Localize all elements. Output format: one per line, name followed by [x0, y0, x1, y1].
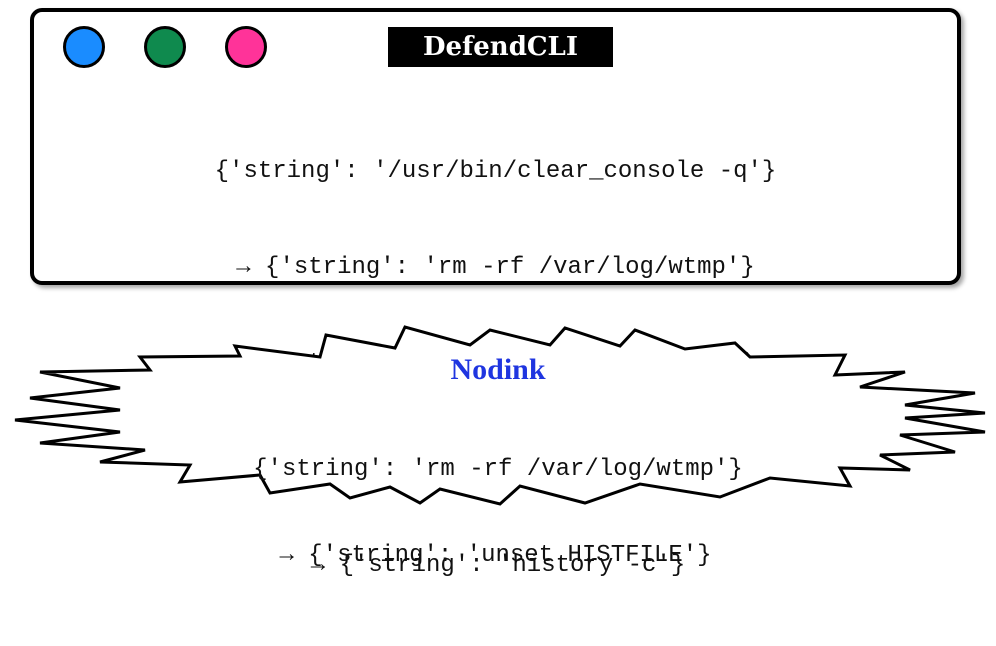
nodink-command-sequence: {'string': 'rm -rf /var/log/wtmp'} → {'s…	[0, 390, 996, 646]
command-line: {'string': '/usr/bin/clear_console -q'}	[214, 158, 777, 185]
nodink-panel: Nodink {'string': 'rm -rf /var/log/wtmp'…	[0, 350, 996, 646]
starburst-shape	[14, 325, 986, 506]
command-line: → {'string': 'history -c'}	[310, 552, 686, 579]
green-circle-icon	[144, 26, 186, 68]
window-title: DefendCLI	[388, 27, 613, 67]
nodink-title: Nodink	[450, 353, 546, 386]
command-line: → {'string': 'rm -rf /var/log/wtmp'}	[236, 254, 755, 281]
blue-circle-icon	[63, 26, 105, 68]
command-line: {'string': 'rm -rf /var/log/wtmp'}	[253, 456, 743, 483]
pink-circle-icon	[225, 26, 267, 68]
